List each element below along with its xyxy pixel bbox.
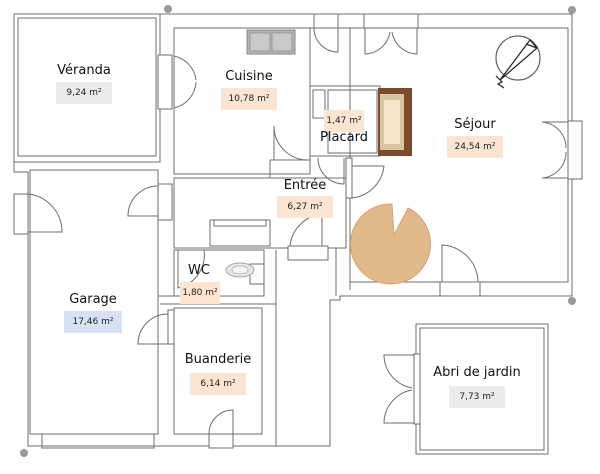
room-name-entree: Entrée <box>283 178 327 193</box>
room-name-cuisine: Cuisine <box>225 69 273 84</box>
kitchen-sink-icon <box>246 29 296 55</box>
spiral-staircase-icon <box>350 203 431 285</box>
room-area-placard: 1,47 m² <box>324 110 364 132</box>
room-area-veranda: 9,24 m² <box>56 82 112 104</box>
room-area-cuisine: 10,78 m² <box>221 88 277 110</box>
room-name-sejour: Séjour <box>454 117 496 132</box>
room-name-placard: Placard <box>320 130 368 145</box>
corner-markers <box>20 5 576 457</box>
room-area-entree: 6,27 m² <box>277 196 333 218</box>
room-name-buanderie: Buanderie <box>184 352 252 367</box>
room-area-sejour: 24,54 m² <box>447 136 503 158</box>
room-area-garage: 17,46 m² <box>64 311 122 333</box>
fireplace-icon <box>378 88 412 156</box>
room-name-veranda: Véranda <box>57 63 111 78</box>
toilet-icon <box>225 262 255 278</box>
room-area-buanderie: 6,14 m² <box>190 373 246 395</box>
room-area-abri: 7,73 m² <box>449 386 505 408</box>
house-walls <box>13 13 573 449</box>
room-name-wc: WC <box>188 263 210 278</box>
doors <box>13 13 583 449</box>
room-name-garage: Garage <box>69 292 117 307</box>
room-name-abri: Abri de jardin <box>433 365 521 380</box>
compass-north-arrow-icon <box>495 35 541 89</box>
room-area-wc: 1,80 m² <box>180 282 220 304</box>
